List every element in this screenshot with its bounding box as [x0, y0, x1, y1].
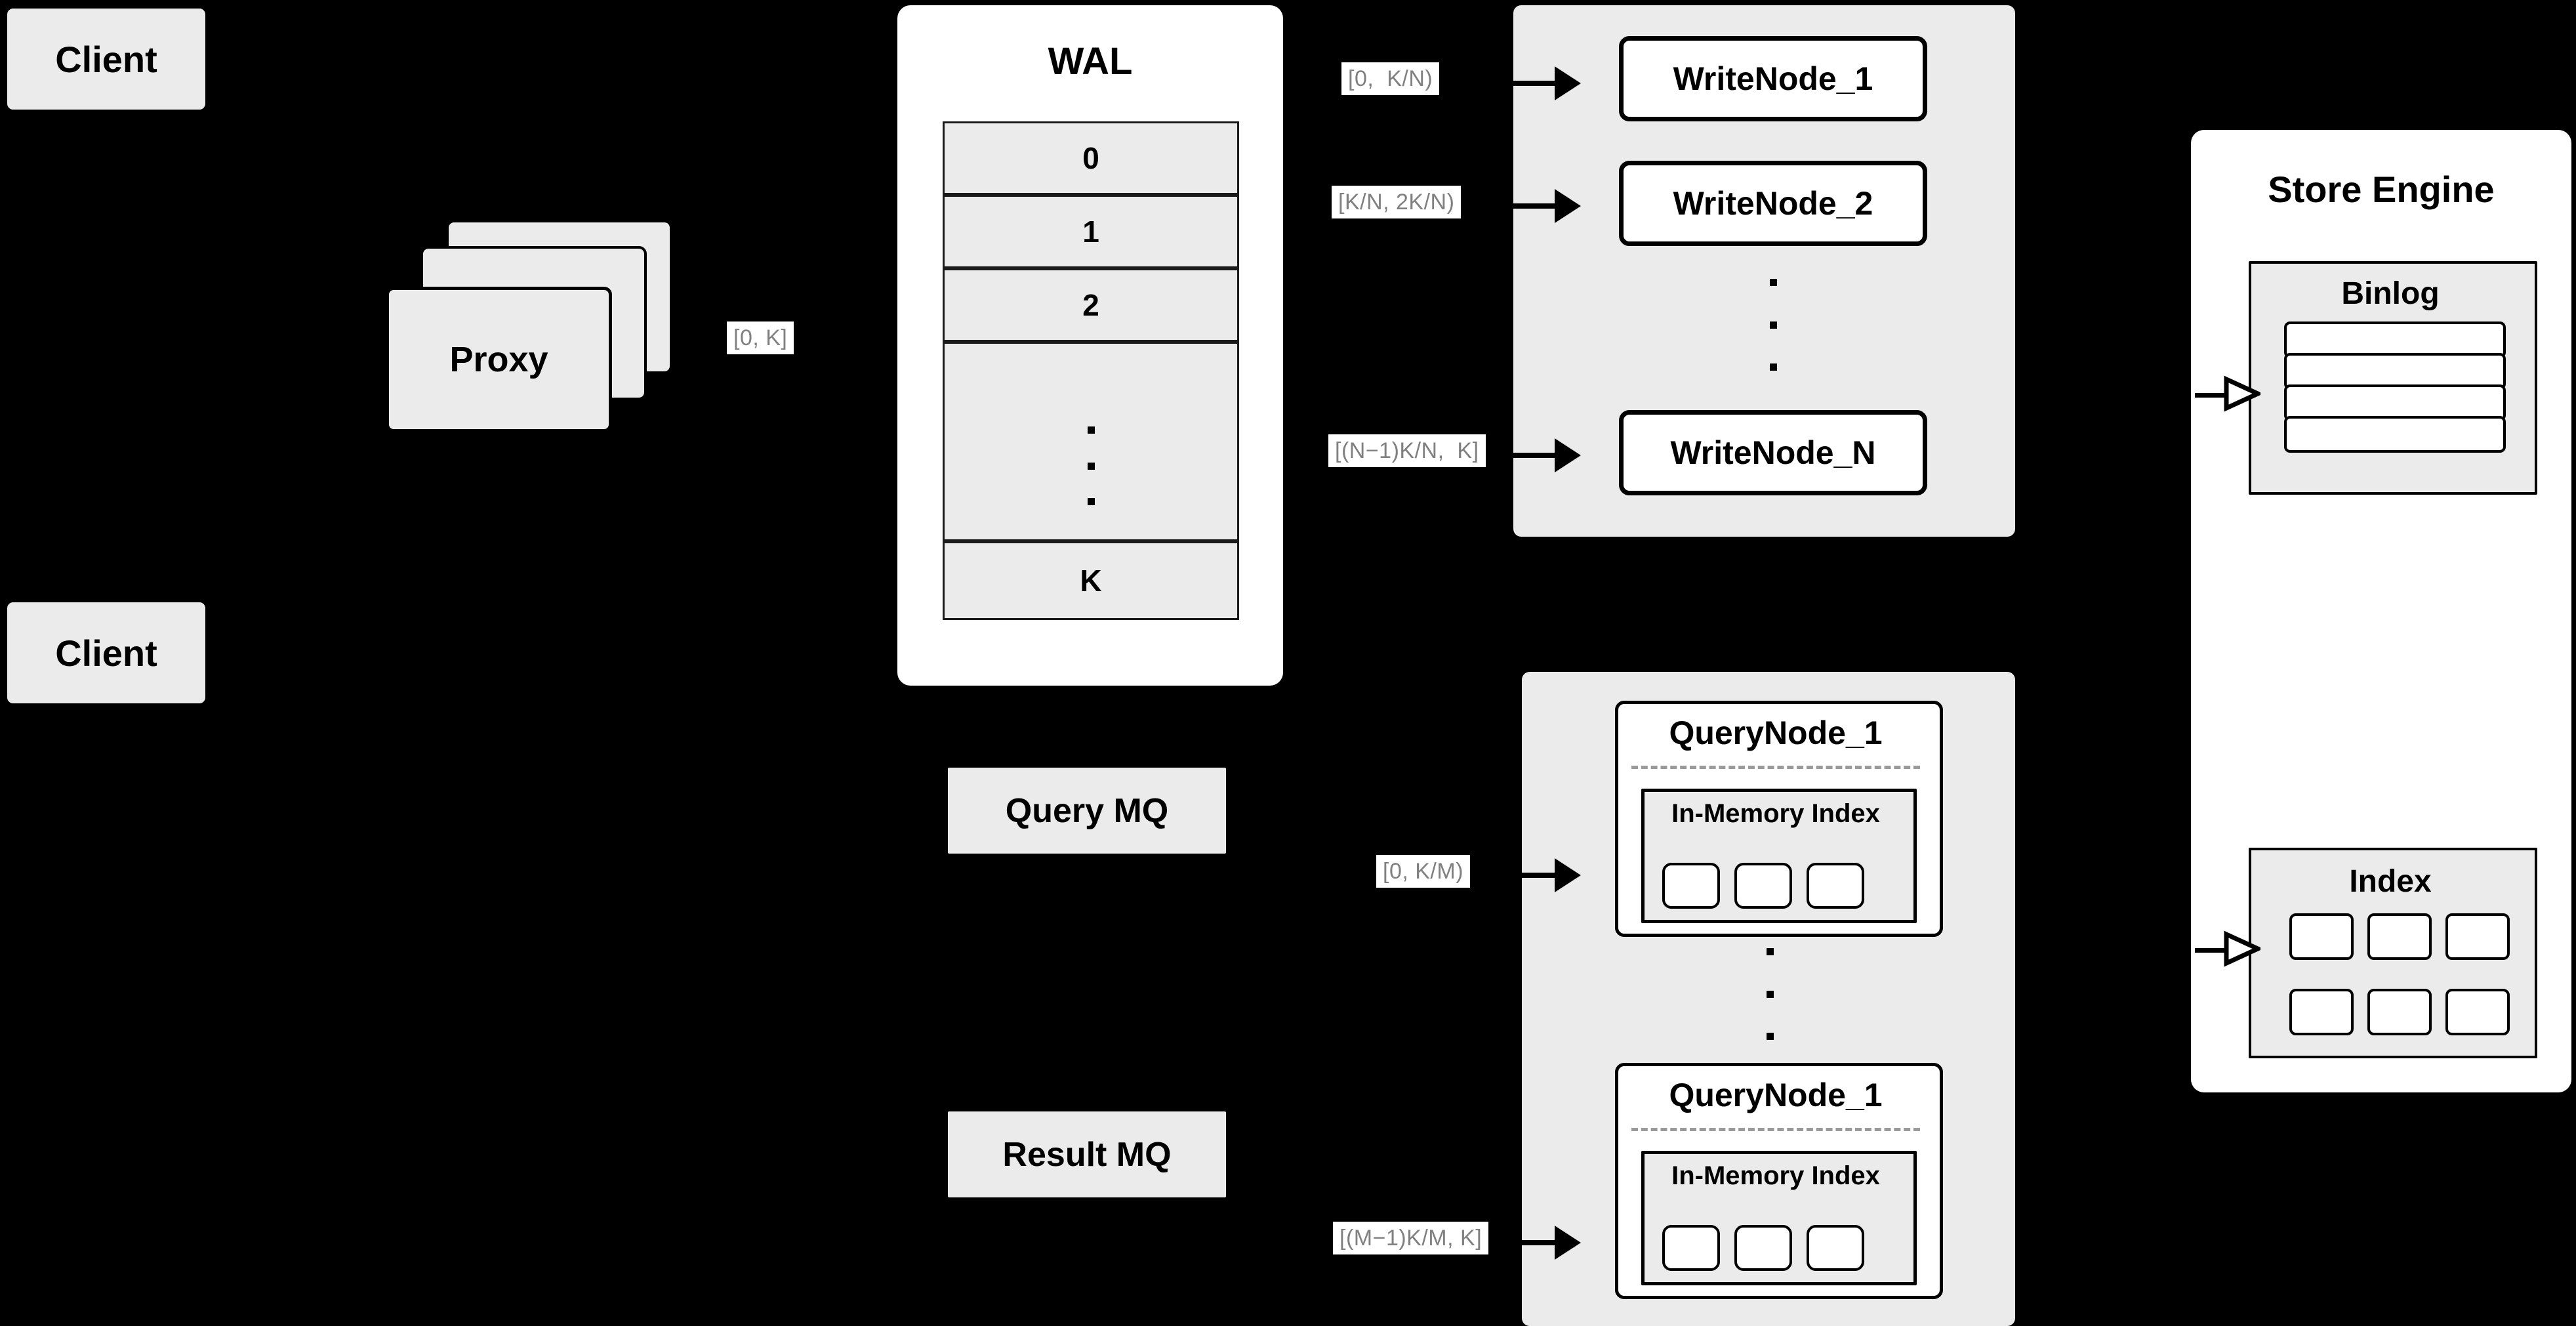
edge-label-writenode-2: [K/N, 2K/N) [1332, 186, 1462, 218]
arrow-head-writenode-n [1555, 438, 1581, 472]
query-cluster-vertical-ellipsis-icon [1766, 948, 1774, 1040]
query-node-1-segment-3 [1807, 863, 1864, 909]
wal-entry-2: 2 [943, 268, 1239, 342]
query-node-m-segment-1 [1662, 1225, 1720, 1271]
query-node-1-title: QueryNode_1 [1669, 715, 1883, 751]
index-cell-r1c2 [2367, 913, 2432, 960]
arrow-line-writenode-2 [1423, 203, 1555, 209]
write-node-n-label: WriteNode_N [1670, 434, 1876, 471]
arrow-line-writenode-1 [1423, 81, 1555, 86]
query-node-1-segment-2 [1734, 863, 1792, 909]
binlog-title: Binlog [2341, 276, 2440, 311]
arrow-head-writenode-2 [1555, 189, 1581, 223]
result-mq-box[interactable]: Result MQ [947, 1110, 1227, 1199]
edge-label-writenode-1: [0, K/N) [1341, 62, 1440, 95]
wal-entry-label-2: 2 [1082, 288, 1099, 322]
edge-label-writenode-n: [(N−1)K/N, K] [1328, 434, 1486, 467]
query-mq-label: Query MQ [1005, 791, 1169, 830]
client-box-2[interactable]: Client [5, 600, 207, 705]
write-node-1-label: WriteNode_1 [1673, 60, 1873, 97]
arrow-line-store-engine-index [2195, 948, 2226, 953]
index-title: Index [2349, 864, 2432, 899]
client-label-1: Client [55, 38, 157, 80]
wal-vertical-ellipsis-icon [1087, 426, 1095, 505]
arrow-head-querynode-1 [1555, 858, 1581, 892]
edge-label-querynode-1: [0, K/M) [1376, 855, 1471, 888]
query-node-1-inmemory-index-title: In-Memory Index [1671, 799, 1880, 828]
arrow-line-querynode-m [1423, 1240, 1555, 1245]
client-label-2: Client [55, 632, 157, 674]
query-node-m-segment-2 [1734, 1225, 1792, 1271]
arrow-head-hollow-index-icon [2224, 930, 2260, 967]
wal-entry-label-1: 1 [1082, 215, 1099, 249]
write-node-n[interactable]: WriteNode_N [1619, 410, 1927, 495]
proxy-label: Proxy [449, 340, 548, 379]
arrow-head-writenode-1 [1555, 66, 1581, 100]
arrow-line-querynode-1 [1423, 873, 1555, 878]
result-mq-label: Result MQ [1002, 1135, 1172, 1174]
wal-entry-ellipsis [943, 342, 1239, 541]
edge-label-querynode-m: [(M−1)K/M, K] [1333, 1222, 1489, 1254]
write-node-2-label: WriteNode_2 [1673, 185, 1873, 222]
proxy-box[interactable]: Proxy [386, 287, 612, 432]
query-node-1-separator [1631, 766, 1920, 769]
index-cell-r2c1 [2289, 989, 2354, 1035]
wal-entry-k: K [943, 541, 1239, 620]
index-cell-r2c2 [2367, 989, 2432, 1035]
index-cell-r1c3 [2445, 913, 2510, 960]
query-node-m-title: QueryNode_1 [1669, 1077, 1883, 1113]
arrow-head-hollow-binlog-icon [2224, 375, 2260, 412]
client-box-1[interactable]: Client [5, 7, 207, 112]
query-mq-box[interactable]: Query MQ [947, 766, 1227, 855]
write-cluster-vertical-ellipsis-icon [1769, 279, 1777, 371]
wal-entry-1: 1 [943, 195, 1239, 268]
store-engine-title: Store Engine [2268, 169, 2495, 210]
query-node-m-segment-3 [1807, 1225, 1864, 1271]
wal-entry-label-k: K [1080, 564, 1102, 598]
query-node-m-separator [1631, 1128, 1920, 1131]
arrow-line-writenode-n [1423, 453, 1555, 458]
edge-label-proxy-to-wal: [0, K] [727, 321, 794, 354]
wal-entry-0: 0 [943, 121, 1239, 195]
binlog-row-4 [2284, 416, 2506, 453]
query-node-m-inmemory-index-title: In-Memory Index [1671, 1161, 1880, 1190]
write-node-1[interactable]: WriteNode_1 [1619, 36, 1927, 121]
index-cell-r1c1 [2289, 913, 2354, 960]
wal-entry-label-0: 0 [1082, 141, 1099, 175]
query-node-1-segment-1 [1662, 863, 1720, 909]
arrow-line-store-engine-binlog [2195, 393, 2226, 398]
wal-title: WAL [1048, 40, 1133, 83]
write-node-2[interactable]: WriteNode_2 [1619, 161, 1927, 246]
arrow-head-querynode-m [1555, 1226, 1581, 1260]
index-cell-r2c3 [2445, 989, 2510, 1035]
